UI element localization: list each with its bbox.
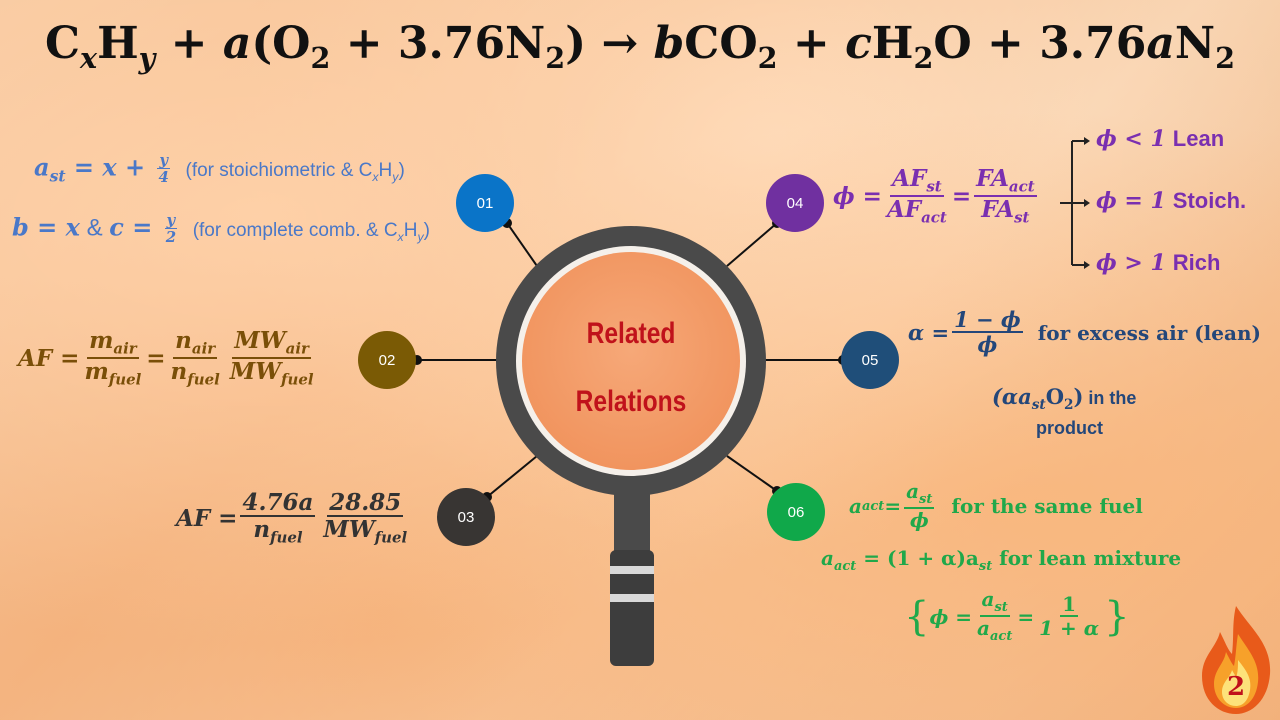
main-combustion-equation: CxHy + a(O2 + 3.76N2) → bCO2 + cH2O + 3.… bbox=[45, 18, 1235, 75]
magnifier-lens bbox=[522, 252, 740, 470]
node-02: 02 bbox=[358, 331, 416, 389]
eq05-product-note: (αastO2) in the bbox=[992, 384, 1137, 414]
node-04: 04 bbox=[766, 174, 824, 232]
handle-stripe bbox=[610, 594, 654, 602]
node-03: 03 bbox=[437, 488, 495, 546]
eq05-product-word: product bbox=[1036, 418, 1103, 438]
eq06-line2: aact = (1 + α)ast for lean mixture bbox=[821, 546, 1182, 574]
connector-03 bbox=[486, 455, 538, 498]
node-06: 06 bbox=[767, 483, 825, 541]
connector-06 bbox=[726, 455, 778, 492]
connector-01 bbox=[506, 222, 538, 267]
connector-04 bbox=[726, 222, 778, 267]
phi-rich: ϕ > 1 Rich bbox=[1096, 250, 1221, 276]
page-number: 2 bbox=[1226, 672, 1246, 702]
node-05: 05 bbox=[841, 331, 899, 389]
handle-stripe bbox=[610, 566, 654, 574]
center-title: Related Relations bbox=[575, 317, 687, 418]
phi-lean: ϕ < 1 Lean bbox=[1096, 126, 1225, 152]
phi-stoich: ϕ = 1 Stoich. bbox=[1096, 188, 1247, 214]
flame-icon bbox=[1202, 606, 1271, 714]
node-01: 01 bbox=[456, 174, 514, 232]
